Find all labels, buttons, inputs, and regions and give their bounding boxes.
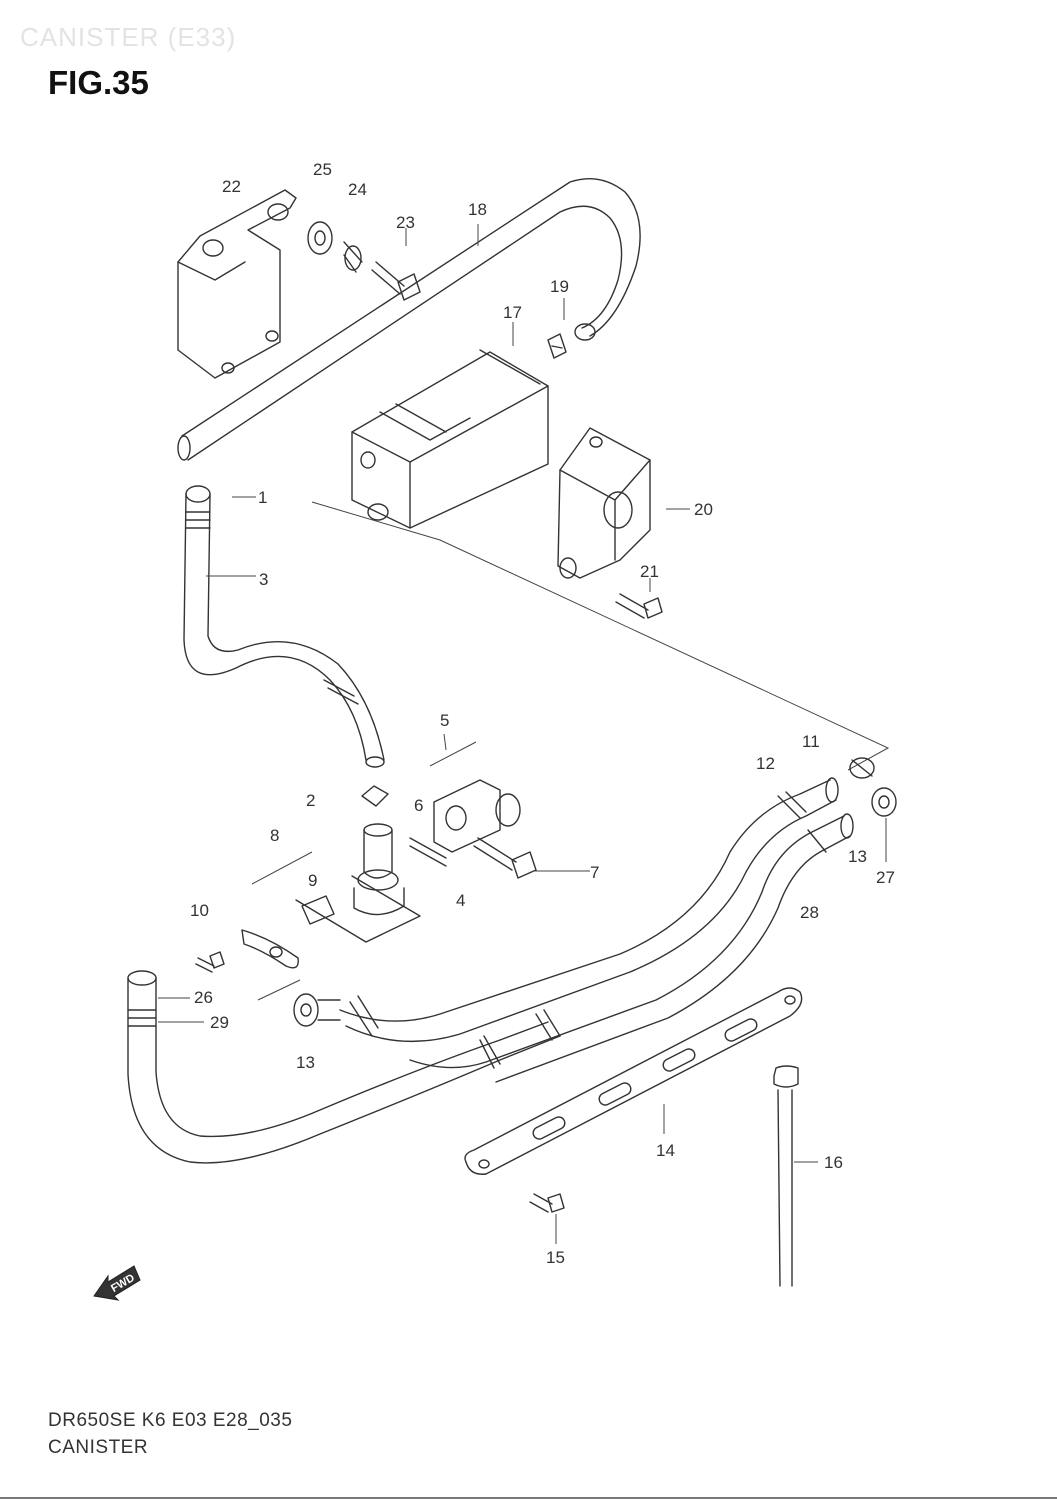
callout-13-left: 13 <box>296 1053 315 1072</box>
callout-27: 27 <box>876 868 895 887</box>
bolt-part-21 <box>615 593 663 619</box>
callout-1: 1 <box>258 488 267 507</box>
bolt-part-10 <box>195 951 225 973</box>
hose-joint-marks <box>479 1009 561 1069</box>
clip-part-29 <box>127 1009 157 1027</box>
clamp-part-2 <box>361 785 389 807</box>
clamp-part-11 <box>849 757 875 779</box>
joint-part-13 <box>293 993 379 1037</box>
joint-part-6 <box>409 779 521 867</box>
callout-23: 23 <box>396 213 415 232</box>
callout-16: 16 <box>824 1153 843 1172</box>
bolt-part-7 <box>473 837 537 879</box>
hose-part-28 <box>339 777 854 1083</box>
valve-part-4 <box>295 823 421 943</box>
callout-13-right: 13 <box>848 847 867 866</box>
bracket-part-22 <box>177 189 297 379</box>
callout-8: 8 <box>270 826 279 845</box>
callout-2: 2 <box>306 791 315 810</box>
callout-4: 4 <box>456 891 465 910</box>
hose-part-16 <box>773 1065 799 1287</box>
callout-9: 9 <box>308 871 317 890</box>
callout-12: 12 <box>756 754 775 773</box>
clip-part-1 <box>185 511 211 529</box>
callout-24: 24 <box>348 180 367 199</box>
callout-5: 5 <box>440 711 449 730</box>
callout-21: 21 <box>640 562 659 581</box>
bottom-border <box>0 1497 1057 1499</box>
holder-part-20 <box>557 427 651 579</box>
footer-drawing-code: DR650SE K6 E03 E28_035 <box>48 1410 293 1431</box>
clamp-part-27 <box>871 787 897 817</box>
reference-line-long <box>311 501 890 771</box>
reference-line-left <box>257 979 301 1001</box>
bolt-part-15 <box>529 1193 565 1213</box>
footer-drawing-name: CANISTER <box>48 1437 149 1458</box>
callout-11: 11 <box>802 732 820 751</box>
canister-part-17 <box>351 349 549 529</box>
callout-18: 18 <box>468 200 487 219</box>
watermark-title: CANISTER (E33) <box>20 22 237 52</box>
hose-part-18 <box>177 178 641 461</box>
callout-19: 19 <box>550 277 569 296</box>
collar-part-24 <box>343 241 363 273</box>
clamp-part-19 <box>547 333 567 359</box>
callout-20: 20 <box>694 500 713 519</box>
reference-line-8 <box>251 851 313 885</box>
callout-3: 3 <box>259 570 268 589</box>
callout-labels: 1 2 3 4 5 6 7 8 9 10 11 12 13 13 14 15 1… <box>190 160 895 1267</box>
hose-part-3 <box>183 485 385 768</box>
callout-22: 22 <box>222 177 241 196</box>
forward-arrow-icon: FWD <box>93 1265 141 1301</box>
fwd-label: FWD <box>109 1272 137 1295</box>
callout-10: 10 <box>190 901 209 920</box>
callout-17: 17 <box>503 303 522 322</box>
callout-15: 15 <box>546 1248 565 1267</box>
callout-25: 25 <box>313 160 332 179</box>
clip-part-8 <box>241 929 299 969</box>
callout-7: 7 <box>590 863 599 882</box>
callout-6: 6 <box>414 796 423 815</box>
callout-29: 29 <box>210 1013 229 1032</box>
callout-14: 14 <box>656 1141 675 1160</box>
reference-line-5 <box>429 741 477 767</box>
callout-leaders <box>158 224 887 1244</box>
callout-26: 26 <box>194 988 213 1007</box>
bolt-part-23 <box>371 261 421 301</box>
figure-title: FIG.35 <box>48 64 149 101</box>
plate-part-9 <box>301 895 335 925</box>
stay-part-14 <box>464 987 803 1175</box>
hose-part-26 <box>127 970 561 1164</box>
washer-part-25 <box>307 221 333 255</box>
callout-28: 28 <box>800 903 819 922</box>
